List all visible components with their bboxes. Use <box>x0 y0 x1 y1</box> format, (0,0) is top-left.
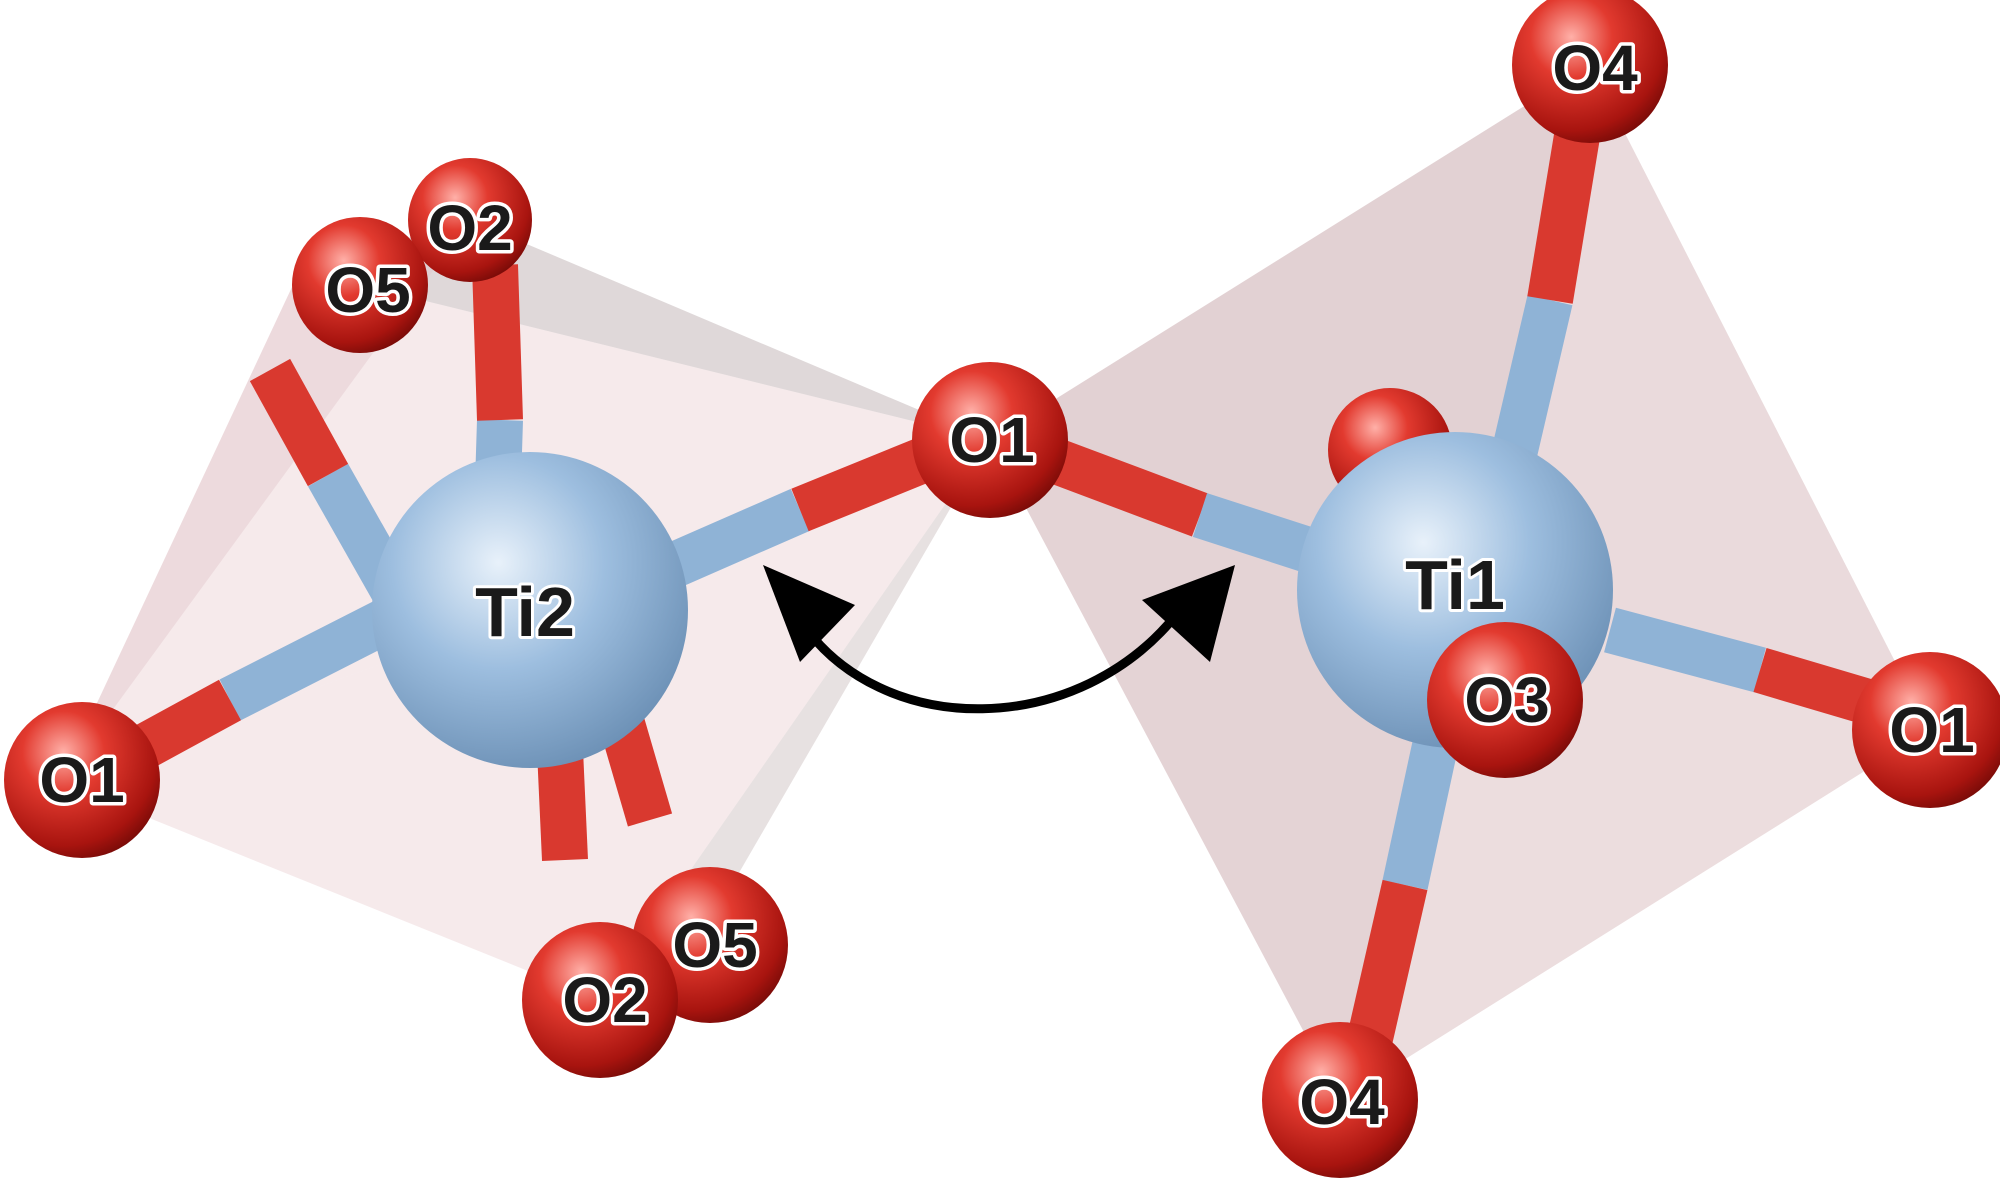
polyhedron-ti1 <box>990 65 1930 1100</box>
atom-ti2: Ti2 <box>372 452 688 768</box>
atom-o2-top: O2 <box>408 158 532 282</box>
svg-text:O2: O2 <box>562 964 647 1036</box>
svg-text:O1: O1 <box>949 404 1034 476</box>
svg-text:O5: O5 <box>672 909 757 981</box>
svg-text:O5: O5 <box>325 254 410 326</box>
arrow-head-left <box>763 565 855 662</box>
svg-text:Ti1: Ti1 <box>1405 546 1505 624</box>
bond-angle-arrow <box>763 565 1235 714</box>
atom-o4-bottom: O4 <box>1262 1022 1418 1178</box>
svg-text:O4: O4 <box>1299 1066 1385 1138</box>
atom-o1-bridge: O1 <box>912 362 1068 518</box>
atom-o5-top: O5 <box>292 217 428 353</box>
arrow-head-right <box>1142 565 1235 662</box>
atom-o2-bottom: O2 <box>522 922 678 1078</box>
svg-text:Ti2: Ti2 <box>475 573 575 651</box>
svg-text:O1: O1 <box>39 744 124 816</box>
atom-o4-top: O4 <box>1512 0 1668 143</box>
svg-text:O4: O4 <box>1552 32 1638 104</box>
svg-text:O1: O1 <box>1889 694 1974 766</box>
atom-o1-right: O1 <box>1852 652 2000 808</box>
atom-o3: O3 <box>1427 622 1583 778</box>
atom-o1-left: O1 <box>4 702 160 858</box>
svg-text:O3: O3 <box>1464 664 1549 736</box>
svg-text:O2: O2 <box>427 192 512 264</box>
